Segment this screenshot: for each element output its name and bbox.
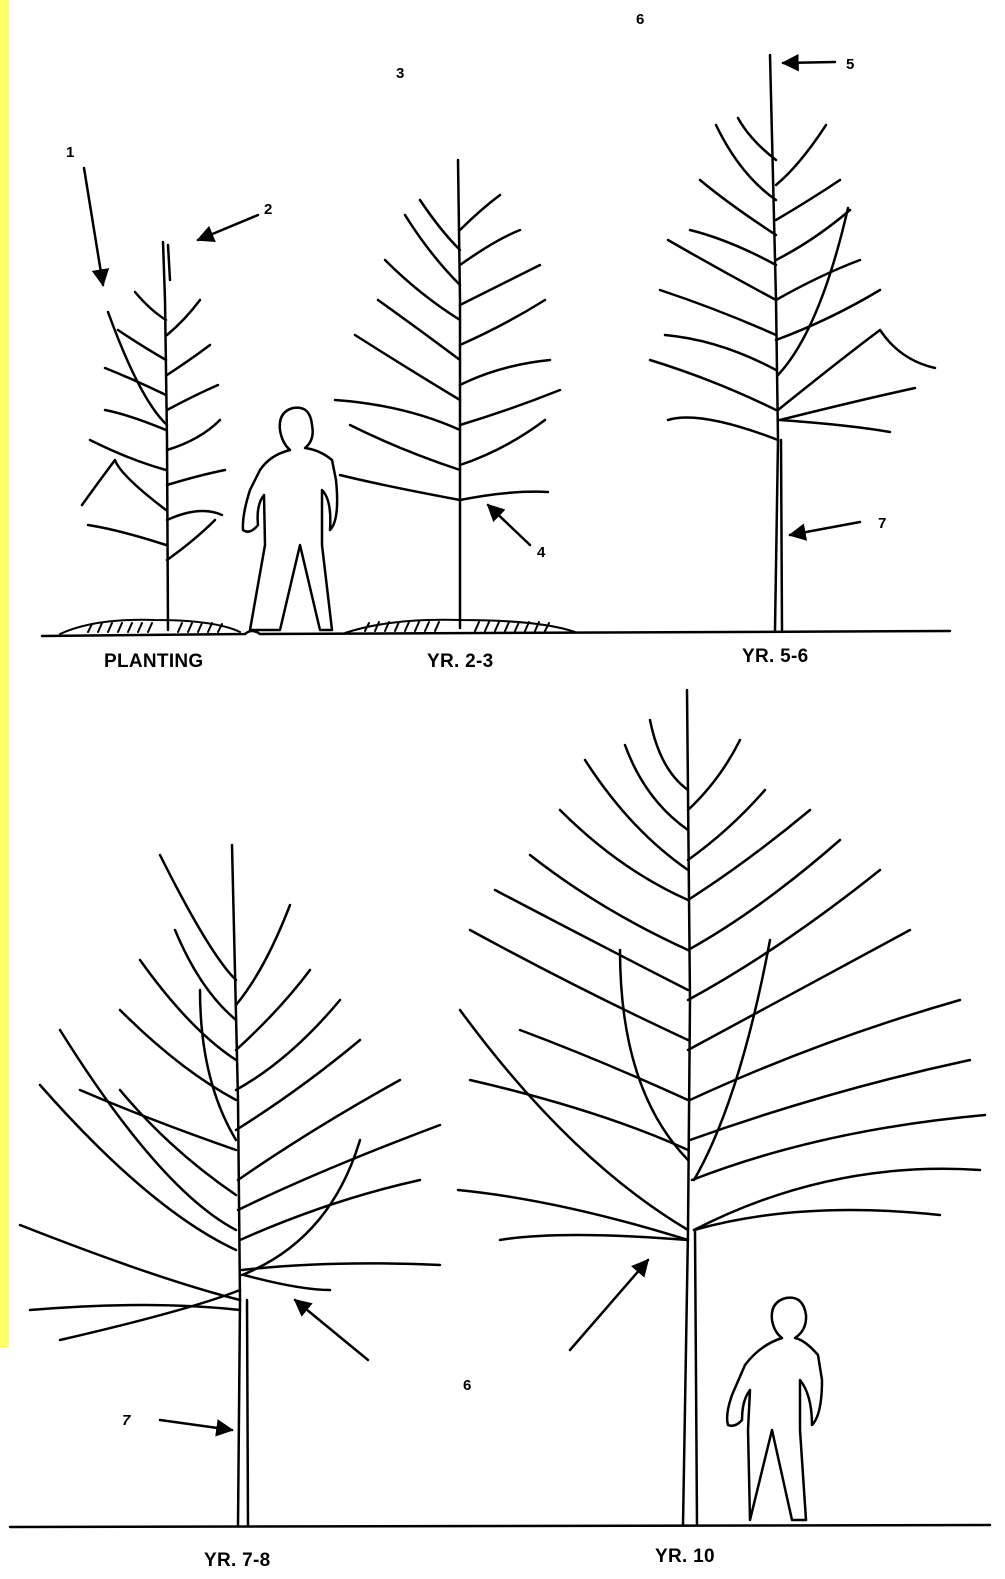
caption-yr-5-6: YR. 5-6 <box>742 646 809 667</box>
arrow-6-bottom-right <box>570 1260 648 1350</box>
arrow-2 <box>198 215 258 240</box>
tree-yr-5-6 <box>650 55 935 630</box>
tree-yr-2-3 <box>335 160 560 628</box>
arrow-1 <box>84 168 103 285</box>
caption-planting: PLANTING <box>104 651 204 672</box>
person-silhouette-1 <box>243 408 337 630</box>
ground-bottom <box>10 1525 990 1527</box>
arrow-4 <box>488 505 530 545</box>
tree-yr-7-8 <box>20 845 440 1525</box>
arrow-7 <box>790 522 860 535</box>
callout-6-top: 6 <box>636 11 644 28</box>
arrow-5 <box>783 62 835 63</box>
callout-2: 2 <box>264 201 272 218</box>
callout-4: 4 <box>537 544 546 561</box>
callout-7: 7 <box>878 515 886 532</box>
callout-arrows <box>84 62 860 1430</box>
person-silhouette-2 <box>727 1298 822 1520</box>
tree-planting <box>82 242 225 630</box>
caption-yr-10: YR. 10 <box>655 1546 715 1567</box>
arrow-6-bottom-left <box>295 1300 368 1360</box>
callout-7-bottom: 7 <box>122 1412 131 1429</box>
mulch-mound-1 <box>60 620 240 634</box>
callout-6-bottom: 6 <box>463 1377 471 1394</box>
callout-5: 5 <box>846 56 854 73</box>
callout-3: 3 <box>396 65 404 82</box>
arrow-7-bottom <box>160 1420 232 1430</box>
tree-yr-10 <box>458 690 985 1525</box>
caption-yr-2-3: YR. 2-3 <box>427 651 494 672</box>
callout-1: 1 <box>66 144 74 161</box>
caption-yr-7-8: YR. 7-8 <box>204 1550 271 1571</box>
